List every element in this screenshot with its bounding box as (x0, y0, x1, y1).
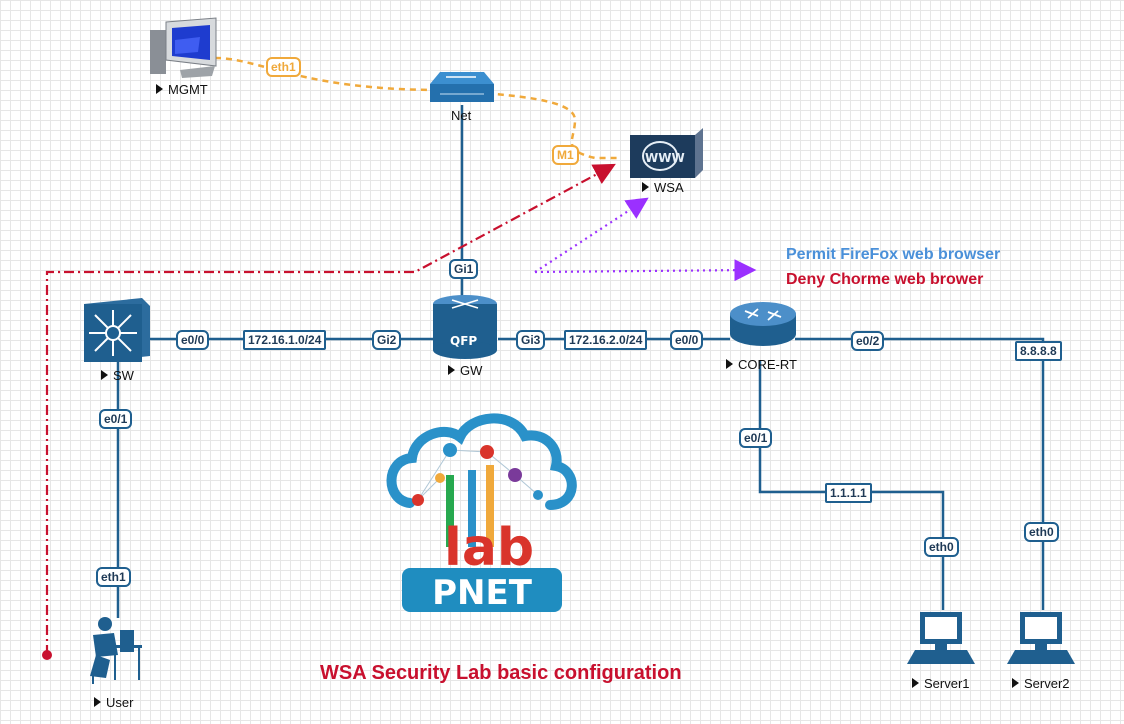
subnet-172-16-1-label: 172.16.1.0/24 (243, 330, 327, 350)
node-start-icon (101, 370, 108, 380)
gw-gi3-label: Gi3 (516, 330, 546, 350)
gw-router-icon[interactable]: QFP (433, 295, 497, 359)
core-e0-1-label: e0/1 (739, 428, 773, 448)
server2-eth0-label: eth0 (1024, 522, 1059, 542)
pnet-lab-logo: lab PNET (386, 413, 577, 613)
svg-text:QFP: QFP (450, 334, 477, 348)
node-start-icon (642, 182, 649, 192)
core-e0-2-label: e0/2 (851, 331, 885, 351)
topology-links (116, 105, 1045, 618)
core-e0-0-label: e0/0 (670, 330, 704, 350)
logo-pnet-text: PNET (432, 573, 533, 613)
gw-gi1-label: Gi1 (449, 259, 479, 279)
node-name-gw[interactable]: GW (448, 363, 482, 378)
core-rt-router-icon[interactable] (730, 302, 796, 346)
server2-computer-icon[interactable] (1007, 612, 1075, 664)
node-start-icon (448, 365, 455, 375)
sw-switch-icon[interactable] (84, 298, 150, 362)
svg-text:WWW: WWW (645, 151, 685, 165)
node-name-wsa[interactable]: WSA (642, 180, 684, 195)
user-eth1-label: eth1 (96, 567, 131, 587)
node-name-server2[interactable]: Server2 (1012, 676, 1070, 691)
node-start-icon (1012, 678, 1019, 688)
user-person-icon[interactable] (90, 617, 142, 684)
server1-computer-icon[interactable] (907, 612, 975, 664)
mgmt-eth1-label: eth1 (266, 57, 301, 77)
node-name-net[interactable]: Net (451, 108, 472, 123)
gw-gi2-label: Gi2 (372, 330, 402, 350)
sw-e0-0-label: e0/0 (176, 330, 210, 350)
node-start-icon (156, 84, 163, 94)
node-name-core-rt[interactable]: CORE-RT (726, 357, 797, 372)
node-name-user[interactable]: User (94, 695, 133, 710)
policy-deny-text: Deny Chorme web brower (786, 271, 984, 288)
policy-arrow-wsa (534, 197, 649, 273)
node-name-mgmt[interactable]: MGMT (156, 82, 208, 97)
policy-arrow-note (534, 259, 757, 282)
node-start-icon (94, 697, 101, 707)
node-start-icon (912, 678, 919, 688)
ip-1-1-1-1-label: 1.1.1.1 (825, 483, 872, 503)
proxy-traffic-arrow (45, 163, 616, 655)
proxy-origin-dot (42, 650, 52, 660)
node-name-sw[interactable]: SW (101, 368, 134, 383)
server1-eth0-label: eth0 (924, 537, 959, 557)
node-name-server1[interactable]: Server1 (912, 676, 970, 691)
wsa-m1-label: M1 (552, 145, 579, 165)
subnet-172-16-2-label: 172.16.2.0/24 (564, 330, 648, 350)
diagram-title: WSA Security Lab basic configuration (320, 662, 682, 684)
ip-8-8-8-8-label: 8.8.8.8 (1015, 341, 1062, 361)
core-server2-link (795, 337, 1045, 610)
policy-permit-text: Permit FireFox web browser (786, 246, 1001, 263)
node-start-icon (726, 359, 733, 369)
sw-e0-1-label: e0/1 (99, 409, 133, 429)
net-switch-icon[interactable] (430, 72, 494, 102)
wsa-appliance-icon[interactable]: WWW (630, 128, 703, 178)
mgmt-computer-icon[interactable] (150, 17, 217, 78)
